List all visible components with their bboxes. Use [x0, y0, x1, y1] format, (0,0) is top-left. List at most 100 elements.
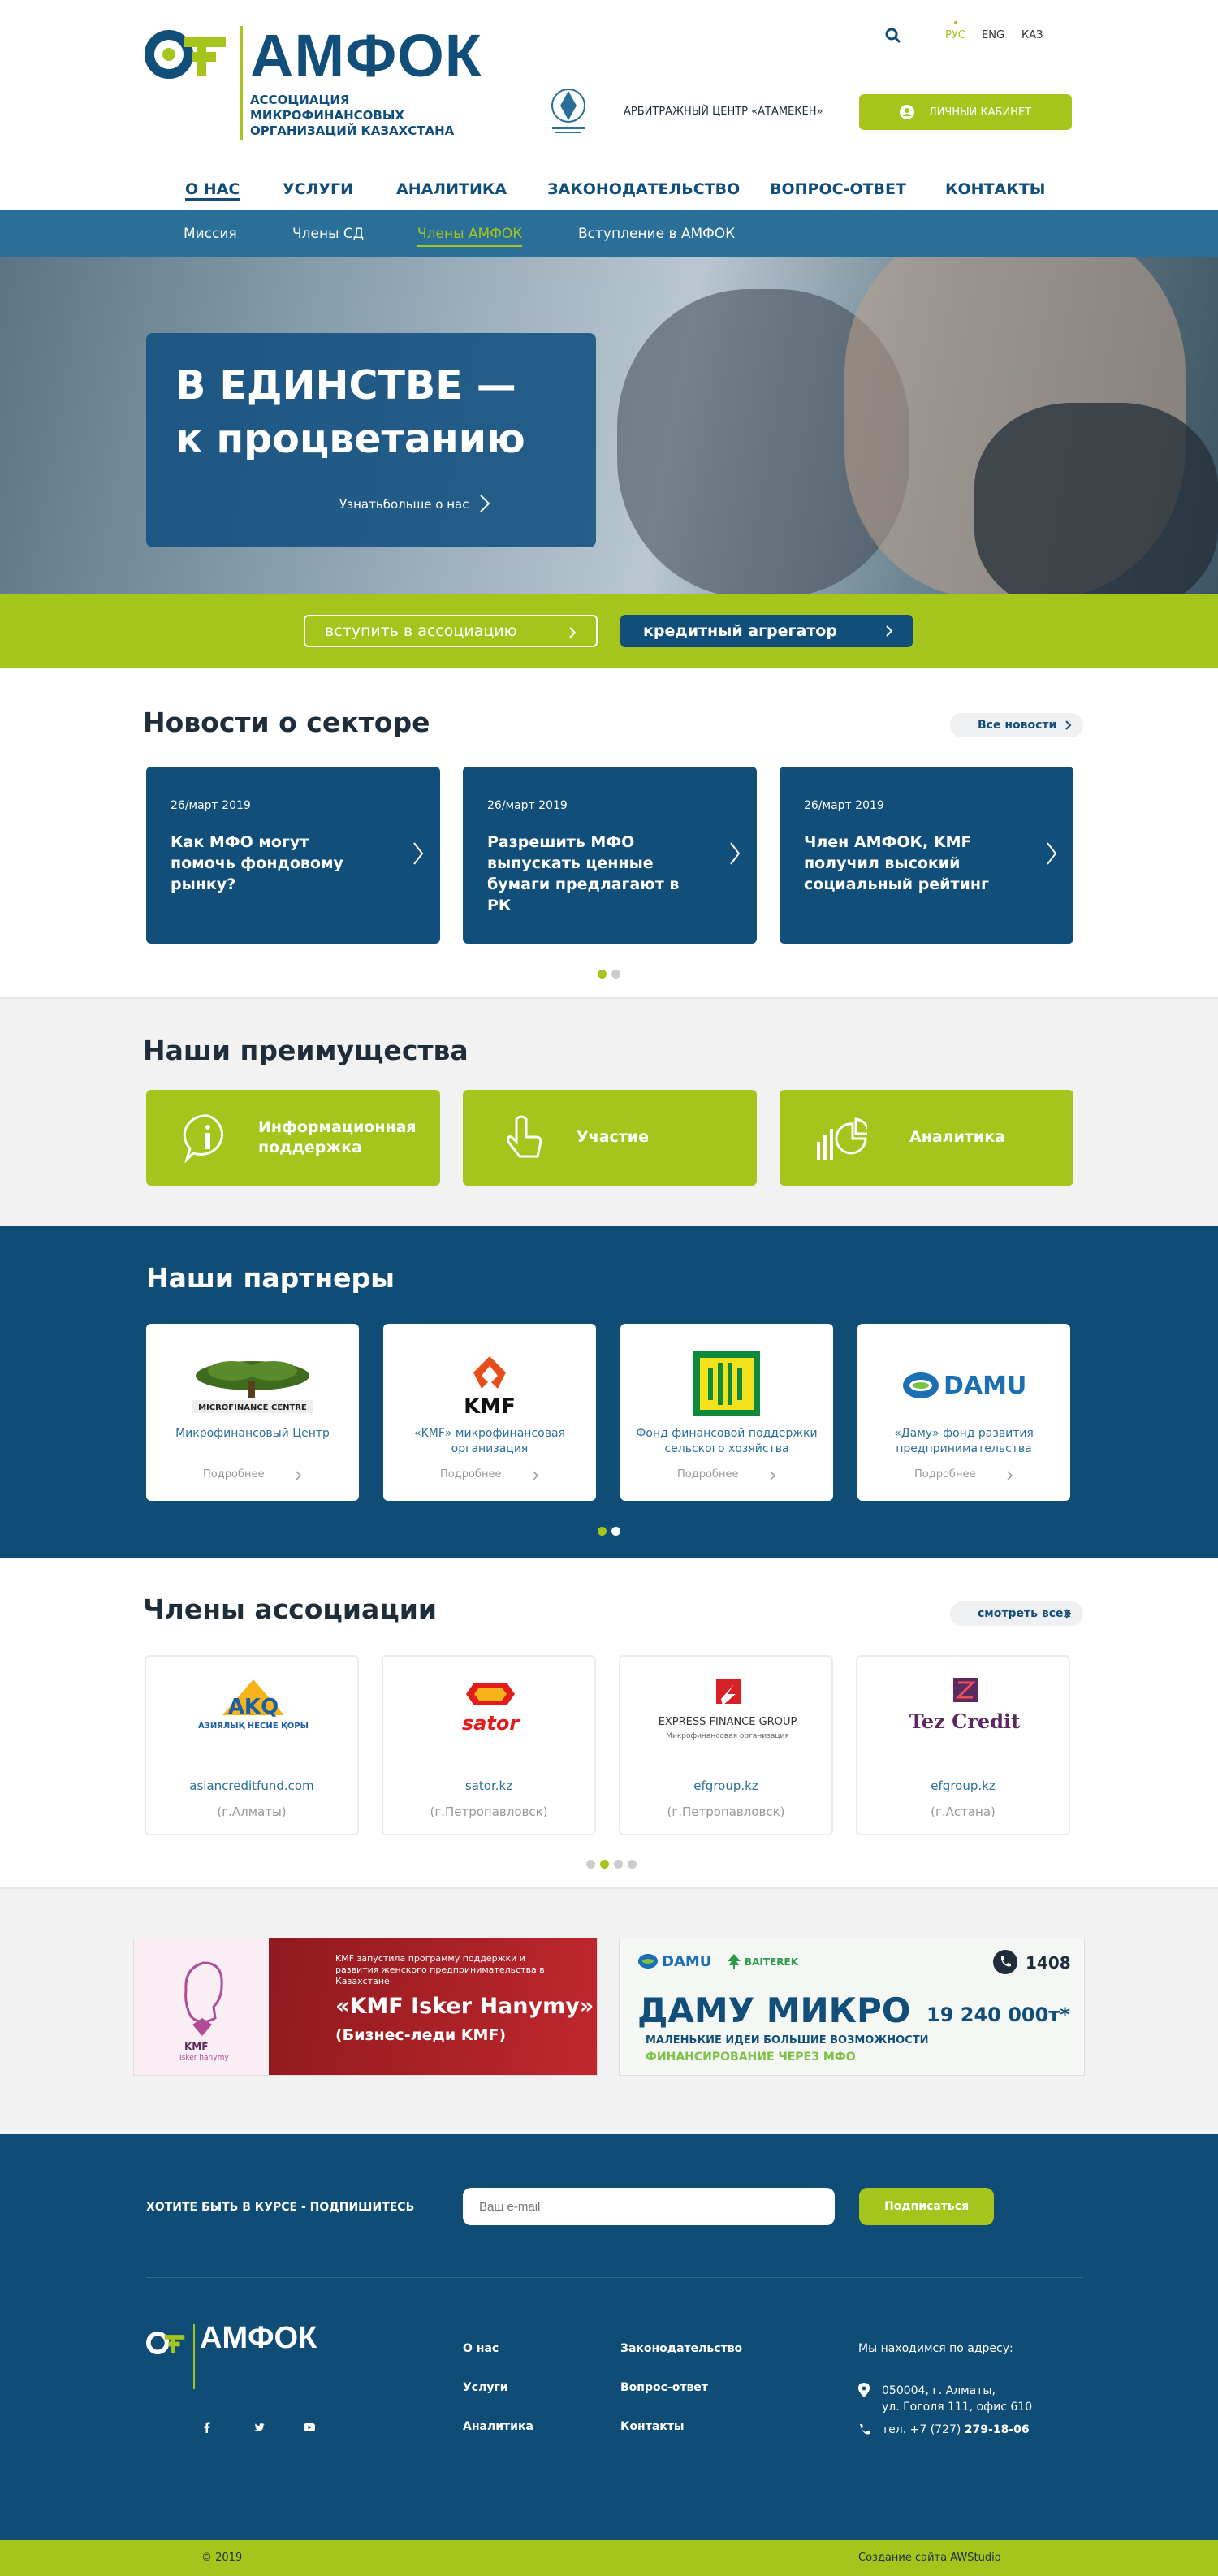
chevron-right-icon[interactable] — [479, 494, 490, 513]
twitter-icon[interactable] — [253, 2422, 265, 2433]
nav-analytics[interactable]: Аналитика — [396, 180, 508, 198]
nav-faq[interactable]: Вопрос-ответ — [770, 180, 906, 198]
hotline-number: 1408 — [1026, 1953, 1071, 1973]
join-association-button[interactable]: вступить в ассоциацию — [304, 615, 598, 647]
footer-link-contacts[interactable]: Контакты — [620, 2420, 685, 2433]
footer-link-analytics[interactable]: Аналитика — [463, 2420, 533, 2433]
partner-more-link[interactable]: Подробнее — [677, 1468, 739, 1480]
subnav-join[interactable]: Вступление в АМФОК — [578, 226, 736, 242]
lang-ru[interactable]: РУС — [945, 29, 965, 41]
chevron-right-icon — [770, 1471, 776, 1480]
see-all-members-button[interactable]: смотреть всех — [950, 1601, 1083, 1626]
partner-more-link[interactable]: Подробнее — [203, 1468, 265, 1480]
microfinance-centre-logo: MICROFINANCE CENTRE — [192, 1361, 313, 1413]
hero-banner: В ЕДИНСТВЕ — к процветанию Узнатьбольше … — [0, 257, 1218, 594]
hero-card — [146, 333, 596, 547]
nav-about[interactable]: О нас — [185, 180, 240, 201]
advantage-card-participation[interactable]: Участие — [463, 1090, 757, 1186]
hero-title: В ЕДИНСТВЕ — к процветанию — [175, 359, 581, 466]
member-url[interactable]: sator.kz — [464, 1779, 513, 1793]
nav-services[interactable]: Услуги — [283, 180, 354, 198]
pagination-dot[interactable] — [600, 1860, 609, 1869]
pagination-dot[interactable] — [611, 1527, 620, 1536]
footer-link-about[interactable]: О нас — [463, 2342, 499, 2355]
address-heading: Мы находимся по адресу: — [858, 2342, 1013, 2355]
advantage-card-analytics[interactable]: Аналитика — [780, 1090, 1073, 1186]
arbitration-center-link[interactable]: АРБИТРАЖНЫЙ ЦЕНТР «АТАМЕКЕН» — [624, 106, 823, 118]
subnav-board-members[interactable]: Члены СД — [292, 226, 365, 242]
damu-micro-banner[interactable]: DAMU BAITEREK 1408 ДАМУ МИКРО МАЛЕНЬКИЕ … — [619, 1938, 1085, 2076]
nav-contacts[interactable]: Контакты — [945, 180, 1046, 198]
pagination-dot[interactable] — [628, 1860, 637, 1869]
info-bubble-icon — [183, 1114, 223, 1163]
member-url[interactable]: asiancreditfund.com — [189, 1779, 314, 1793]
chevron-right-icon — [730, 842, 741, 865]
footer-logo[interactable]: АМФОК — [146, 2321, 325, 2389]
logo-word: АМФОК — [250, 22, 482, 89]
pagination-dot[interactable] — [598, 970, 607, 979]
partner-more-link[interactable]: Подробнее — [440, 1468, 502, 1480]
footer-logo-word: АМФОК — [200, 2321, 317, 2355]
news-date: 26/март 2019 — [171, 799, 251, 812]
damu-amount: 19 240 000т* — [926, 2003, 1070, 2026]
search-icon[interactable] — [885, 28, 901, 44]
copyright: © 2019 — [201, 2552, 243, 2564]
asian-credit-fund-logo: AKQ АЗИЯЛЫҚ НЕСИЕ ҚОРЫ — [198, 1679, 309, 1731]
developer-credit[interactable]: Создание сайта AWStudio — [858, 2552, 1001, 2564]
pagination-dot[interactable] — [611, 970, 620, 979]
member-url[interactable]: efgroup.kz — [693, 1779, 758, 1793]
member-card[interactable]: Tez Credit efgroup.kz (г.Астана) — [856, 1655, 1070, 1835]
partner-card[interactable]: DAMU «Даму» фонд развития предпринимател… — [857, 1324, 1070, 1501]
news-card[interactable]: 26/март 2019 Разрешить МФО выпускать цен… — [463, 767, 757, 944]
kmf-isker-banner[interactable]: KMF Isker hanymy KMF запустила программу… — [133, 1938, 598, 2076]
credit-aggregator-button[interactable]: кредитный агрегатор — [620, 615, 913, 647]
hero-more-link[interactable]: Узнатьбольше о нас — [339, 497, 469, 512]
member-card[interactable]: sator sator.kz (г.Петропавловск) — [382, 1655, 596, 1835]
pagination-dot[interactable] — [586, 1860, 595, 1869]
partner-card[interactable]: KMF «KMF» микрофинансовая организация По… — [383, 1324, 596, 1501]
sator-logo: sator — [462, 1683, 520, 1735]
member-card[interactable]: AKQ АЗИЯЛЫҚ НЕСИЕ ҚОРЫ asiancreditfund.c… — [145, 1655, 359, 1835]
footer-link-legislation[interactable]: Законодательство — [620, 2342, 743, 2355]
footer-link-services[interactable]: Услуги — [463, 2381, 508, 2394]
amfok-logo[interactable]: АМФОК Ассоциация микрофинансовых организ… — [145, 22, 486, 140]
damu-micro-title: ДАМУ МИКРО — [637, 1990, 911, 2030]
advantage-card-info[interactable]: Информационная поддержка — [146, 1090, 440, 1186]
youtube-icon[interactable] — [304, 2422, 315, 2433]
subnav-mission[interactable]: Миссия — [184, 226, 237, 242]
news-card[interactable]: 26/март 2019 Член АМФОК, KMF получил выс… — [780, 767, 1073, 944]
lang-kz[interactable]: КАЗ — [1021, 29, 1043, 41]
subnav-amfok-members[interactable]: Члены АМФОК — [417, 226, 523, 247]
news-pagination — [598, 970, 620, 979]
member-card[interactable]: EXPRESS FINANCE GROUP Микрофинансовая ор… — [619, 1655, 833, 1835]
chevron-right-icon — [886, 625, 893, 637]
news-section: Новости о секторе Все новости 26/март 20… — [0, 668, 1218, 999]
personal-cabinet-button[interactable]: ЛИЧНЫЙ КАБИНЕТ — [859, 94, 1072, 130]
partners-pagination — [598, 1527, 620, 1536]
facebook-icon[interactable] — [201, 2422, 213, 2433]
all-news-button[interactable]: Все новости — [950, 713, 1083, 737]
footer-link-faq[interactable]: Вопрос-ответ — [620, 2381, 708, 2394]
phone-text[interactable]: тел. +7 (727) 279-18-06 — [882, 2423, 1030, 2436]
partner-card[interactable]: Фонд финансовой поддержки сельского хозя… — [620, 1324, 833, 1501]
lang-en[interactable]: ENG — [982, 29, 1005, 41]
news-card[interactable]: 26/март 2019 Как МФО могут помочь фондов… — [146, 767, 440, 944]
analytics-chart-icon — [817, 1117, 867, 1160]
pagination-dot[interactable] — [614, 1860, 623, 1869]
site-footer: Хотите быть в курсе - подпишитесь Подпис… — [0, 2134, 1218, 2540]
logo-subtitle: Ассоциация микрофинансовых организаций К… — [250, 93, 455, 138]
user-icon — [899, 105, 914, 119]
member-url[interactable]: efgroup.kz — [931, 1779, 996, 1793]
subscribe-button[interactable]: Подписаться — [859, 2188, 994, 2225]
pagination-dot[interactable] — [598, 1527, 607, 1536]
nav-legislation[interactable]: Законодательство — [547, 180, 741, 198]
partner-card[interactable]: MICROFINANCE CENTRE Микрофинансовый Цент… — [146, 1324, 359, 1501]
advantage-label: Участие — [577, 1128, 649, 1146]
chevron-right-icon — [1065, 720, 1072, 730]
atameken-emblem-icon[interactable] — [544, 83, 593, 140]
partner-more-link[interactable]: Подробнее — [914, 1468, 976, 1480]
email-input[interactable] — [463, 2188, 835, 2225]
chevron-right-icon — [296, 1471, 302, 1480]
footer-divider — [146, 2277, 1083, 2278]
cta-strip: вступить в ассоциацию кредитный агрегато… — [0, 594, 1218, 668]
